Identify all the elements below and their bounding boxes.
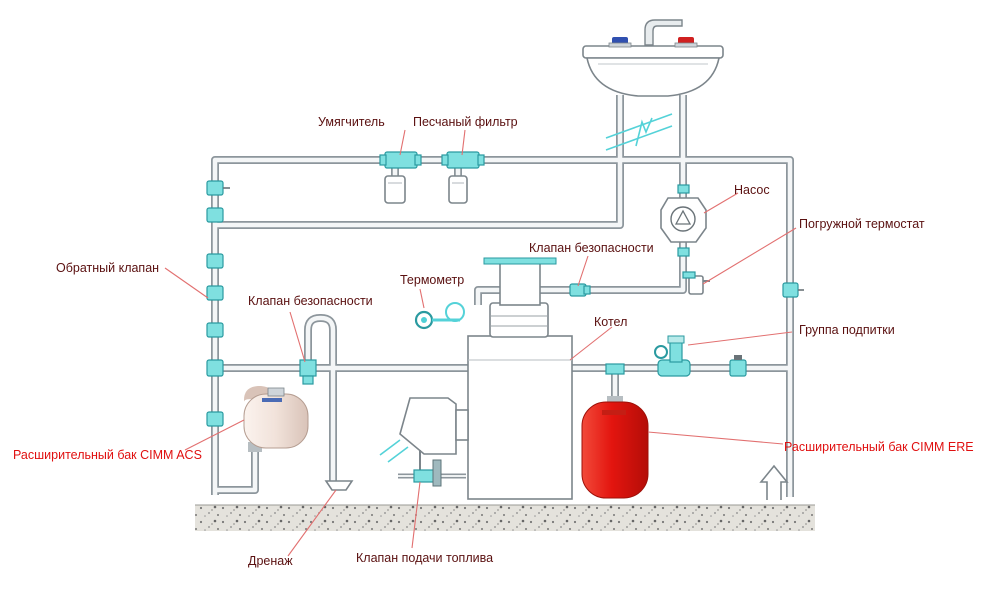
- makeup-group: [654, 335, 747, 377]
- safety-valve-left: [299, 359, 317, 385]
- label-boiler: Котел: [594, 315, 627, 329]
- label-pump: Насос: [734, 183, 770, 197]
- label-expansion-tank-acs: Расширительный бак CIMM ACS: [13, 448, 202, 462]
- arrow-up-icon: [759, 464, 789, 500]
- label-thermometer: Термометр: [400, 273, 464, 287]
- safety-valve-top: [569, 283, 591, 297]
- label-immersion-thermostat: Погружной термостат: [799, 217, 925, 231]
- label-expansion-tank-ere: Расширительный бак CIMM ERE: [784, 440, 974, 454]
- leader-lines: [164, 129, 797, 557]
- circulation-pump: [660, 184, 707, 257]
- check-valves: [206, 180, 230, 427]
- label-makeup-group: Группа подпитки: [799, 323, 895, 337]
- label-check-valve: Обратный клапан: [56, 261, 159, 275]
- flue-cap: [483, 257, 557, 265]
- label-safety-valve-top: Клапан безопасности: [529, 241, 654, 255]
- boiler: [399, 257, 573, 500]
- sand-filter: [441, 151, 485, 204]
- label-fuel-valve: Клапан подачи топлива: [356, 551, 493, 565]
- faucet-icon: [644, 19, 683, 46]
- wash-basin: [582, 19, 724, 97]
- expansion-tank-acs: [243, 386, 309, 452]
- label-drain: Дренаж: [248, 554, 293, 568]
- label-sand-filter: Песчаный фильтр: [413, 115, 518, 129]
- burner: [399, 397, 457, 455]
- immersion-thermostat: [682, 271, 710, 295]
- fuel-supply-valve: [379, 439, 466, 487]
- drain: [324, 480, 354, 491]
- expansion-tank-ere: [581, 396, 649, 499]
- label-softener: Умягчитель: [318, 115, 385, 129]
- softener: [379, 151, 422, 204]
- pipe-break-mark: [605, 113, 673, 151]
- thermometer: [414, 302, 465, 330]
- ground: [195, 505, 815, 531]
- label-safety-valve-left: Клапан безопасности: [248, 294, 373, 308]
- pump-impeller-icon: [674, 209, 692, 225]
